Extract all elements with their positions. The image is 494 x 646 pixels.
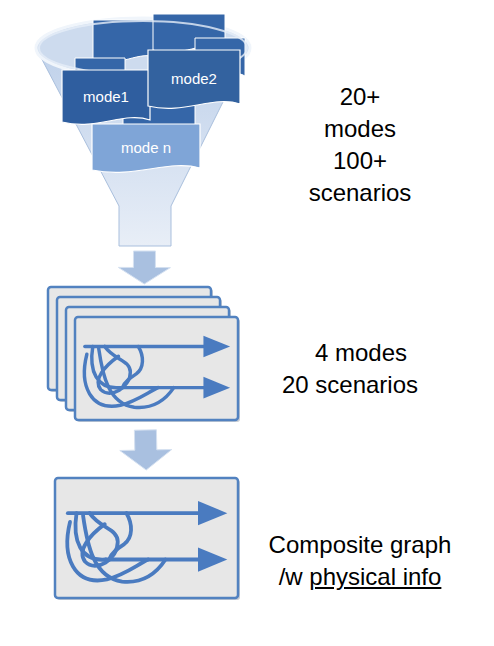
graph-drawing <box>67 501 227 582</box>
document-shape <box>62 70 150 124</box>
mode-label: mode1 <box>62 88 150 106</box>
graph-curve <box>109 513 131 559</box>
mode-label: mode2 <box>148 70 240 88</box>
caption-text: 20+ modes 100+ scenarios <box>309 83 412 206</box>
graph-curve <box>99 348 174 407</box>
mode-label: mode n <box>92 139 200 157</box>
block-arrow <box>118 251 170 284</box>
graph-arrowhead <box>198 501 227 525</box>
caption-text: physical info <box>309 563 441 590</box>
panel-frame <box>75 317 238 420</box>
graph-curve <box>122 346 142 387</box>
graph-curve <box>83 515 165 582</box>
graph-drawing <box>84 336 230 408</box>
graph-arrowhead <box>203 336 230 358</box>
document-shape <box>148 50 240 108</box>
document-box: mode2 <box>148 50 240 110</box>
panel-shape <box>55 478 240 600</box>
stack-shape <box>48 287 240 422</box>
document-box: mode1 <box>62 70 150 126</box>
document-shape <box>92 124 200 172</box>
stack-box: 4 modes 20 scenarios <box>48 287 240 422</box>
stage-caption: 20+ modes 100+ scenarios <box>309 81 412 209</box>
graph-arrowhead <box>203 377 230 399</box>
document-box: mode n <box>92 124 200 174</box>
block-arrow <box>120 430 172 470</box>
stage-caption: Composite graph /w physical info <box>265 529 455 593</box>
panel-box: Composite graph /w physical info <box>55 478 240 600</box>
funnel-box: 20+ modes 100+ scenariosmode1mode2mode n <box>35 8 255 248</box>
graph-curve <box>84 354 158 406</box>
panel-frame <box>55 478 238 598</box>
graph-curve <box>67 522 148 580</box>
graph-curve <box>119 386 205 389</box>
stage-caption: 4 modes 20 scenarios <box>280 337 420 401</box>
graph-arrowhead <box>198 547 227 571</box>
funnel-body <box>36 48 250 246</box>
graph-curve <box>106 558 200 562</box>
caption-text: 4 modes 20 scenarios <box>282 339 418 398</box>
